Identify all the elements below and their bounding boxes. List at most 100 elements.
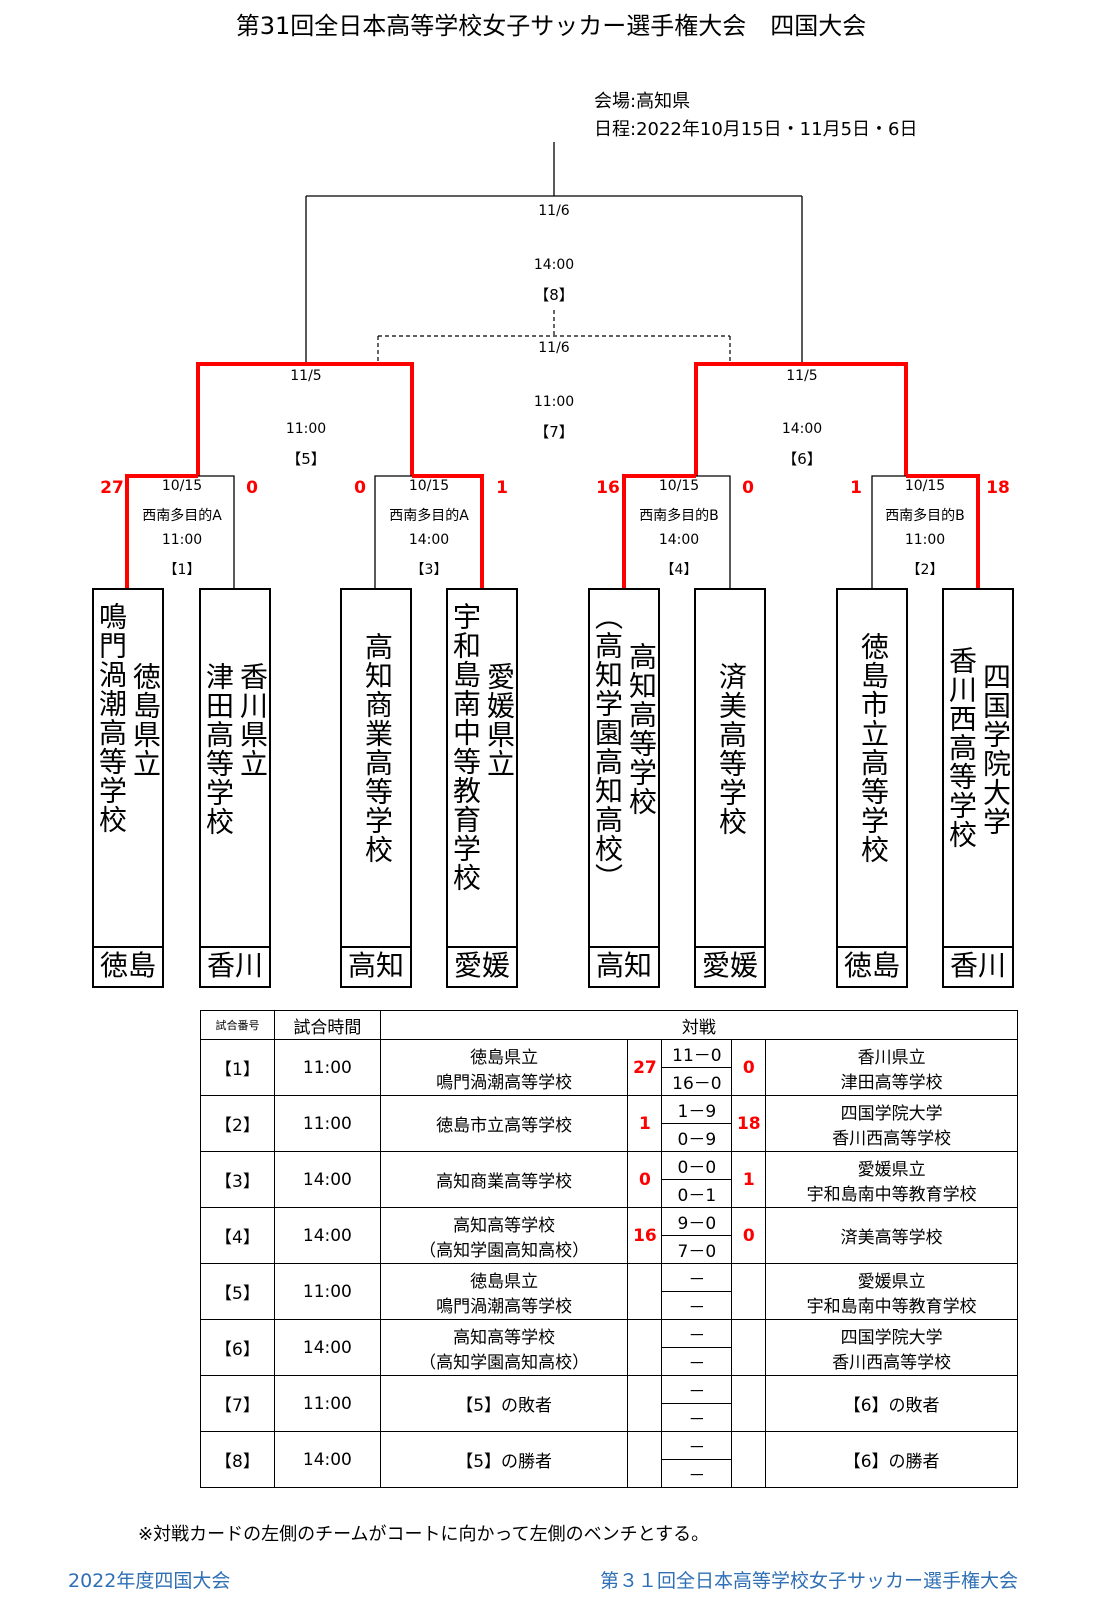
third-number: 【7】 (534, 423, 574, 441)
team-name-line1: 高知高等学校 (625, 642, 658, 816)
table-row-sub: － (201, 1459, 1018, 1488)
m3-place: 西南多目的A (389, 508, 469, 524)
left-team-line: 徳島県立 (470, 1047, 539, 1068)
team-box: 四国学院大学 香川西高等学校 香川 (942, 588, 1014, 988)
table-header-row: 試合番号 試合時間 対戦 (200, 1010, 1019, 1040)
m1-place: 西南多目的A (142, 508, 222, 524)
left-team-line: 高知高等学校 (453, 1215, 556, 1236)
first-half-score: 1－9 (661, 1095, 733, 1124)
right-team: 香川県立津田高等学校 (765, 1039, 1018, 1096)
team-name-line1: 徳島県立 (129, 662, 162, 778)
m1-winner (125, 474, 198, 588)
team-name: 高知商業高等学校 (342, 590, 410, 950)
m4-loser (696, 475, 731, 588)
m4-place: 西南多目的B (639, 508, 719, 524)
first-half-score: － (661, 1263, 733, 1292)
semi6-number: 【6】 (782, 450, 822, 468)
team-name: 香川県立 津田高等学校 (201, 590, 269, 950)
right-team-line: 済美高等学校 (840, 1228, 943, 1248)
team-prefecture: 愛媛 (448, 946, 516, 986)
m1-loser (198, 475, 235, 588)
second-half-score: － (661, 1347, 733, 1376)
right-team-line: 愛媛県立 (857, 1159, 926, 1180)
m2-left-score: 1 (850, 478, 862, 498)
right-team-line: 四国学院大学 (840, 1327, 943, 1348)
match-number: 【7】 (200, 1375, 275, 1432)
footer-right: 第３１回全日本高等学校女子サッカー選手権大会 (600, 1570, 1019, 1592)
team-prefecture: 高知 (590, 946, 658, 986)
team-name-line2: 鳴門渦潮高等学校 (95, 602, 128, 834)
team-prefecture: 香川 (944, 946, 1012, 986)
m2-loser (871, 475, 906, 588)
right-team-line: 香川西高等学校 (832, 1352, 952, 1373)
right-score: 0 (731, 1207, 767, 1264)
m1-date: 10/15 (161, 478, 203, 494)
team-name: 済美高等学校 (696, 590, 764, 950)
right-team-line: 宇和島南中等教育学校 (806, 1184, 977, 1205)
team-box: 高知高等学校 （高知学園高知高校） 高知 (588, 588, 660, 988)
semi5-right (306, 362, 414, 476)
left-team: 高知高等学校（高知学園高知高校） (379, 1319, 629, 1376)
right-team-line: 愛媛県立 (857, 1271, 926, 1292)
bench-note: ※対戦カードの左側のチームがコートに向かって左側のベンチとする。 (138, 1524, 710, 1545)
team-name-line1: 香川県立 (236, 662, 269, 778)
match-time: 11:00 (273, 1375, 381, 1432)
team-prefecture: 香川 (201, 946, 269, 986)
schedule-text: 日程:2022年10月15日・11月5日・6日 (594, 119, 918, 140)
team-name-line2: （高知学園高知高校） (591, 602, 624, 892)
right-score: 0 (731, 1039, 767, 1096)
team-name-line2: 香川西高等学校 (945, 646, 978, 849)
left-team-line: 鳴門渦潮高等学校 (436, 1072, 573, 1093)
table-row-sub: 16－0 (201, 1067, 1018, 1096)
m1-left-score: 27 (100, 478, 124, 498)
right-team-line: 【6】の敗者 (843, 1396, 940, 1416)
right-score: 1 (731, 1151, 767, 1208)
right-team: 愛媛県立宇和島南中等教育学校 (765, 1263, 1018, 1320)
team-box: 済美高等学校 愛媛 (694, 588, 766, 988)
left-score: 16 (627, 1207, 663, 1264)
match-number: 【2】 (200, 1095, 275, 1152)
m3-number: 【3】 (410, 562, 448, 578)
left-score (627, 1319, 663, 1376)
final-number: 【8】 (534, 286, 574, 304)
table-row: 【8】14:00【5】の勝者－【6】の勝者 (200, 1431, 1018, 1488)
first-half-score: － (661, 1375, 733, 1404)
left-team-line: （高知学園高知高校） (419, 1240, 590, 1261)
second-half-score: － (661, 1291, 733, 1320)
left-team: 徳島県立鳴門渦潮高等学校 (379, 1039, 629, 1096)
match-time: 14:00 (273, 1151, 381, 1208)
m3-time: 14:00 (408, 532, 450, 548)
match-time: 14:00 (273, 1207, 381, 1264)
match-number: 【3】 (200, 1151, 275, 1208)
m3-date: 10/15 (408, 478, 450, 494)
right-team-line: 津田高等学校 (840, 1072, 943, 1093)
team-prefecture: 徳島 (838, 946, 906, 986)
team-name-line2: 津田高等学校 (202, 662, 235, 836)
left-team: 高知商業高等学校 (379, 1151, 629, 1208)
team-box: 徳島県立 鳴門渦潮高等学校 徳島 (92, 588, 164, 988)
team-name-line1: 高知商業高等学校 (361, 632, 394, 864)
m2-date: 10/15 (904, 478, 946, 494)
match-time: 14:00 (273, 1431, 381, 1488)
header-match-time: 試合時間 (273, 1010, 381, 1040)
left-team-line: （高知学園高知高校） (419, 1352, 590, 1373)
left-team-line: 【5】の勝者 (456, 1452, 553, 1472)
table-row-sub: 0－9 (201, 1123, 1018, 1152)
page-title: 第31回全日本高等学校女子サッカー選手権大会 四国大会 (235, 12, 867, 40)
first-half-score: 9－0 (661, 1207, 733, 1236)
right-team: 済美高等学校 (765, 1207, 1018, 1264)
m3-winner (412, 474, 484, 588)
m4-number: 【4】 (660, 562, 698, 578)
left-team: 高知高等学校 （高知学園高知高校） (379, 1207, 629, 1264)
semi6-date: 11/5 (786, 368, 818, 384)
team-name: 高知高等学校 （高知学園高知高校） (590, 590, 658, 950)
team-box: 高知商業高等学校 高知 (340, 588, 412, 988)
left-score: 27 (627, 1039, 663, 1096)
m4-right-score: 0 (742, 478, 754, 498)
m2-time: 11:00 (904, 532, 946, 548)
semi5-number: 【5】 (286, 450, 326, 468)
header-matchup: 対戦 (379, 1010, 1019, 1040)
team-prefecture: 徳島 (94, 946, 162, 986)
